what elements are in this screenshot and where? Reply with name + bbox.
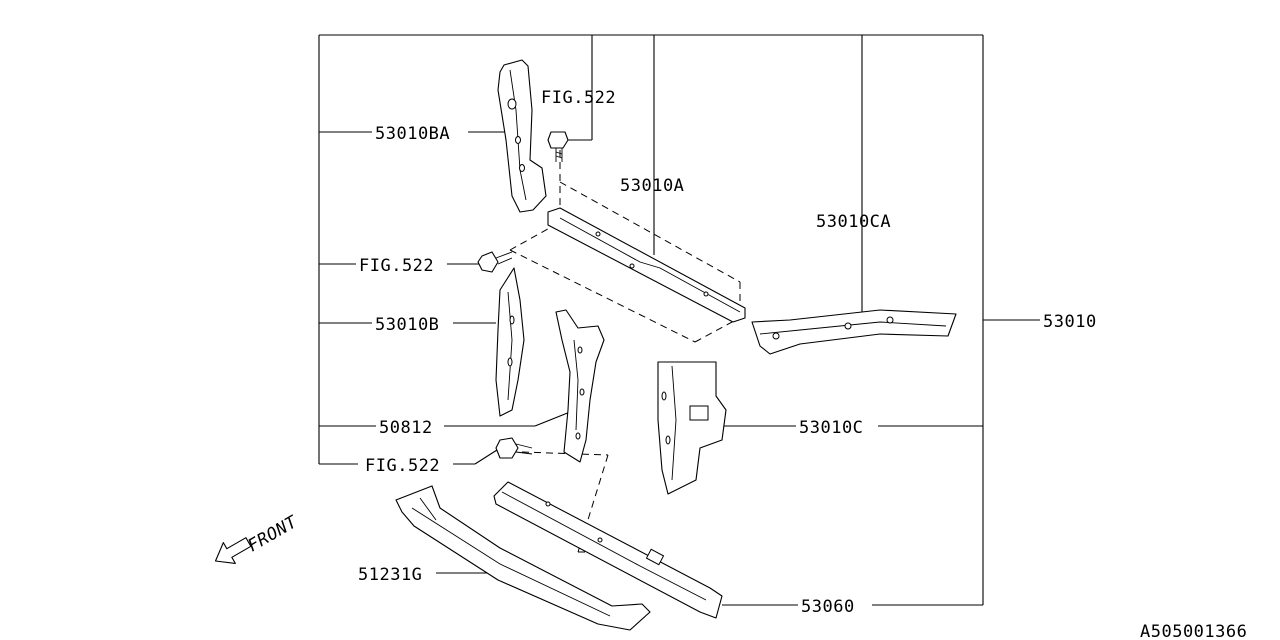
- label-53010C: 53010C: [799, 418, 863, 438]
- part-53010A-upper-member: [547, 207, 746, 323]
- part-53010BA-bracket: [497, 59, 547, 213]
- label-fig522-mid: FIG.522: [359, 256, 434, 276]
- label-53010BA: 53010BA: [375, 124, 450, 144]
- label-front: FRONT: [245, 512, 303, 557]
- label-53010A: 53010A: [620, 176, 684, 196]
- assembly-dashed-lines: [509, 150, 741, 553]
- label-53010: 53010: [1043, 312, 1097, 332]
- label-51231G: 51231G: [358, 565, 422, 585]
- label-fig522-bottom: FIG.522: [365, 456, 440, 476]
- label-50812: 50812: [379, 418, 433, 438]
- part-53060-lower-member: [493, 481, 723, 619]
- part-53010C-side-panel: [657, 361, 727, 495]
- part-50812-center-stay: [555, 309, 605, 463]
- part-53010CA-right-member: [751, 309, 957, 355]
- bolt-icon-mid: [477, 251, 513, 273]
- label-fig522-top: FIG.522: [541, 88, 616, 108]
- part-53010B-stay: [495, 267, 525, 417]
- label-53060: 53060: [801, 597, 855, 617]
- bolt-icon-top: [547, 131, 569, 162]
- bolt-icon-bottom: [495, 437, 533, 459]
- leader-lines: [318, 34, 1040, 606]
- part-51231G-lower-cover: [395, 485, 651, 631]
- part-labels: 53010BA FIG.522 53010A 53010CA FIG.522 5…: [245, 88, 1247, 640]
- label-53010CA: 53010CA: [816, 212, 891, 232]
- label-53010B: 53010B: [375, 315, 439, 335]
- front-arrow-icon: [214, 537, 252, 564]
- diagram-id: A505001366: [1140, 622, 1247, 640]
